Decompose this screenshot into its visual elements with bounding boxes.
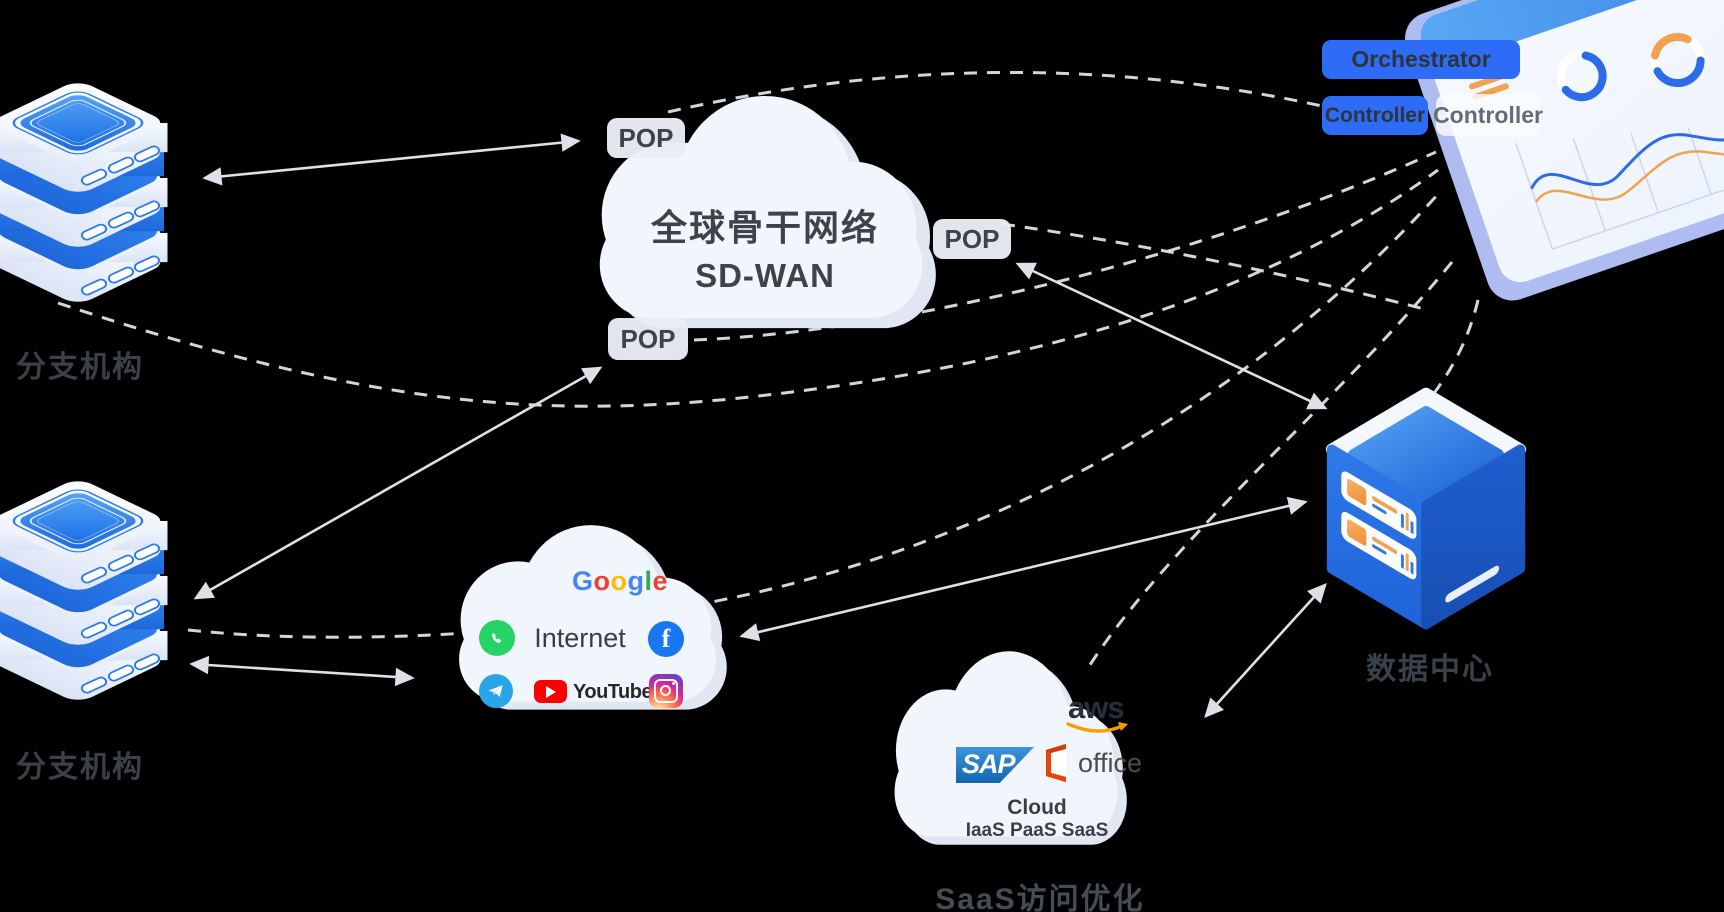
dashed-pop-right-controller [1001,222,1429,312]
dashed-controller-saas [1086,261,1454,669]
telegram-icon [479,674,513,708]
youtube-icon [534,680,567,703]
dashboard-line-chart [1515,122,1724,250]
pop-chip-right: POP [933,219,1011,259]
arrow-branch2-pop-bottom [193,366,603,600]
server-panel [1341,511,1417,580]
pop-chip-bottom: POP [608,318,688,360]
internet-label: Internet [534,623,626,653]
dashed-branch1-controller [57,168,1439,408]
facebook-icon: f [648,621,684,657]
google-letter: G [572,566,594,596]
arrow-internet-datacenter [739,496,1308,642]
whatsapp-icon [479,620,515,656]
aws-logo: aws [1068,690,1125,725]
saas-caption-cloud: Cloud [1007,796,1067,819]
orchestrator-badge: Orchestrator [1322,40,1520,79]
branch-office-bottom-label: 分支机构 [16,751,144,784]
controller-ghost-chip: Controller [1433,94,1543,136]
branch-office-top-label: 分支机构 [16,351,144,384]
datacenter-label: 数据中心 [1366,653,1494,686]
saas-caption: Cloud IaaS PaaS SaaS [957,796,1117,842]
branch-office-top-servers [0,80,168,312]
dashboard-face [1414,0,1724,289]
dashed-branch2-controller [187,190,1442,639]
google-letter: l [644,566,653,596]
office-label: office [1078,748,1143,778]
google-letter: o [593,566,611,596]
google-letter: o [610,566,628,596]
aws-smile-icon [1066,722,1128,733]
google-letter: g [627,566,645,596]
datacenter-cube [1325,387,1527,630]
dashboard-gauges [1556,33,1705,102]
branch-office-bottom-servers [0,478,168,710]
backbone-title-line1: 全球骨干网络 [650,207,879,248]
dashed-pop-top-controller [667,70,1323,114]
instagram-icon [649,674,683,708]
orchestrator-dashboard-window [1398,0,1724,308]
google-letter: e [652,566,669,596]
saas-caption-iaas: IaaS PaaS SaaS [965,820,1109,842]
saas-label: SaaS访问优化 [935,883,1145,912]
arrow-pop-right-datacenter [1015,262,1328,410]
arrow-branch2-internet [189,655,415,687]
dashed-pop-bottom-controller [693,150,1437,342]
backbone-cloud-title: 全球骨干网络 SD-WAN [600,203,930,300]
youtube-label: YouTube [573,681,653,703]
dashed-controller-datacenter [1430,299,1480,397]
controller-badge: Controller [1322,96,1428,135]
office-icon [1046,744,1066,782]
arrow-branch1-pop-top [202,133,581,186]
arrow-saas-datacenter [1204,582,1327,719]
google-logo: Google [572,566,668,597]
pop-chip-top: POP [607,118,685,158]
server-panel [1341,471,1417,539]
backbone-title-line2: SD-WAN [695,257,835,295]
